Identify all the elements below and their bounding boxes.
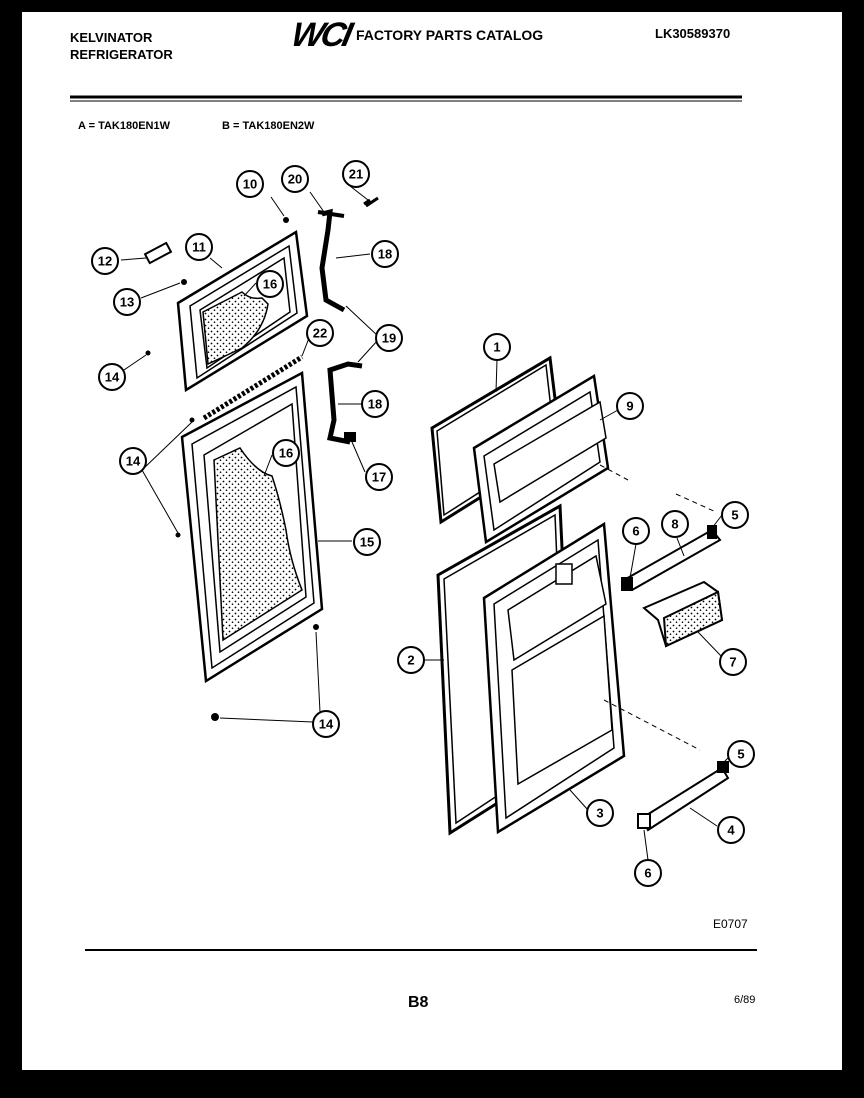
callout-19: 19	[375, 324, 403, 352]
issue-date: 6/89	[734, 994, 756, 1006]
svg-text:5: 5	[731, 508, 738, 523]
screw-21	[363, 196, 379, 208]
callout-2: 2	[397, 646, 425, 674]
svg-text:21: 21	[349, 167, 363, 182]
svg-text:6: 6	[644, 866, 651, 881]
svg-text:2: 2	[407, 653, 414, 668]
brand-name: KELVINATOR	[70, 30, 153, 45]
fresh-food-inner-liner	[482, 521, 626, 835]
callout-14-bottom: 14	[312, 710, 340, 738]
callout-16-upper: 16	[256, 270, 284, 298]
svg-text:16: 16	[279, 446, 293, 461]
page-number: B8	[408, 994, 429, 1011]
callout-10: 10	[236, 170, 264, 198]
callout-18-lower: 18	[361, 390, 389, 418]
callout-8: 8	[661, 510, 689, 538]
svg-text:19: 19	[382, 331, 396, 346]
catalog-title: FACTORY PARTS CATALOG	[356, 27, 544, 43]
callout-5-lower: 5	[727, 740, 755, 768]
upper-shelf-bar-8	[621, 525, 722, 592]
screw-14d	[211, 713, 219, 721]
svg-text:8: 8	[671, 517, 678, 532]
callout-18-upper: 18	[371, 240, 399, 268]
svg-text:12: 12	[98, 254, 112, 269]
svg-text:22: 22	[313, 326, 327, 341]
plug-10	[283, 217, 289, 223]
callout-7: 7	[719, 648, 747, 676]
hinge-pin-20	[317, 210, 345, 218]
svg-text:6: 6	[632, 524, 639, 539]
svg-text:3: 3	[596, 806, 603, 821]
callout-14-middle: 14	[119, 447, 147, 475]
insulation-16b	[213, 447, 303, 642]
callout-12: 12	[91, 247, 119, 275]
gasket-strip-22	[202, 354, 304, 421]
handle-cap-12	[143, 241, 173, 265]
callout-21: 21	[342, 160, 370, 188]
hinge-bracket-17	[344, 432, 356, 442]
svg-text:4: 4	[727, 823, 735, 838]
svg-text:16: 16	[263, 277, 277, 292]
screw-14c	[175, 532, 181, 538]
svg-text:7: 7	[729, 655, 736, 670]
lower-shelf-bar-4	[637, 761, 730, 832]
callout-16-lower: 16	[272, 439, 300, 467]
callout-9: 9	[616, 392, 644, 420]
header-rules	[70, 95, 757, 951]
callout-6-lower: 6	[634, 859, 662, 887]
callout-3: 3	[586, 799, 614, 827]
callout-1: 1	[483, 333, 511, 361]
callout-6-upper: 6	[622, 517, 650, 545]
catalog-number: LK30589370	[655, 26, 731, 41]
callout-11: 11	[185, 233, 213, 261]
svg-text:10: 10	[243, 177, 257, 192]
leader-lines	[120, 185, 729, 861]
svg-text:5: 5	[737, 747, 744, 762]
svg-text:13: 13	[120, 295, 134, 310]
center-hinge	[327, 361, 363, 445]
svg-text:17: 17	[372, 470, 386, 485]
callout-5-upper: 5	[721, 501, 749, 529]
callout-20: 20	[281, 165, 309, 193]
insulation-16a	[202, 291, 269, 366]
upper-hinge	[319, 208, 346, 313]
svg-text:14: 14	[126, 454, 141, 469]
model-a: A = TAK180EN1W	[78, 120, 170, 132]
svg-text:20: 20	[288, 172, 302, 187]
callout-14-top: 14	[98, 363, 126, 391]
svg-text:11: 11	[192, 240, 206, 255]
screw-14b	[189, 417, 195, 423]
callout-13: 13	[113, 288, 141, 316]
dairy-bin-7	[642, 580, 724, 648]
figure-code: E0707	[713, 917, 748, 931]
callout-17: 17	[365, 463, 393, 491]
callout-22: 22	[306, 319, 334, 347]
svg-text:1: 1	[493, 340, 500, 355]
svg-text:14: 14	[105, 370, 120, 385]
svg-text:18: 18	[368, 397, 382, 412]
model-b: B = TAK180EN2W	[222, 120, 315, 132]
product-type: REFRIGERATOR	[70, 47, 173, 62]
svg-text:9: 9	[626, 399, 633, 414]
svg-text:14: 14	[319, 717, 334, 732]
freezer-inner-liner	[472, 373, 610, 545]
plug-14	[313, 624, 319, 630]
svg-text:18: 18	[378, 247, 392, 262]
screw-14a	[145, 350, 151, 356]
callout-4: 4	[717, 816, 745, 844]
screw-13	[181, 279, 187, 285]
callout-15: 15	[353, 528, 381, 556]
svg-text:15: 15	[360, 535, 374, 550]
